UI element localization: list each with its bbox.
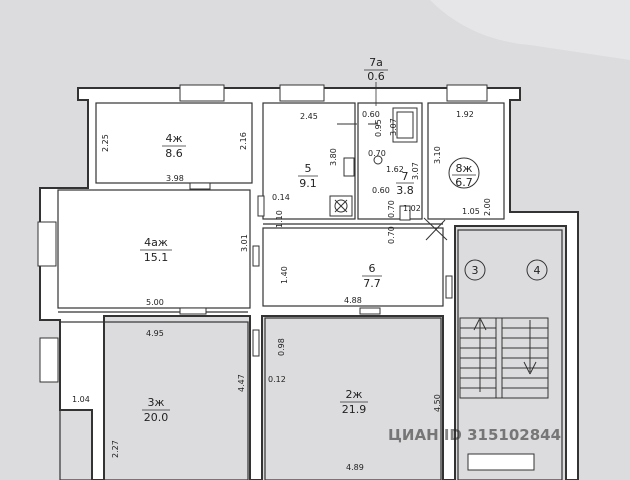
dimension-label: 3.10 [433,146,442,164]
dimension-label: 1.62 [386,165,404,174]
dimension-label: 3.01 [240,234,249,252]
stair-number-circles [464,259,548,281]
dimension-label: 4.88 [344,296,362,305]
room-area: 6.7 [455,176,473,189]
room-7a-label: 7а [369,56,383,69]
dimension-label: 1.10 [275,210,284,228]
dimension-label: 1.05 [462,207,480,216]
dimension-label: 2.16 [239,132,248,150]
room-7a-area: 0.6 [367,70,385,83]
room-area: 3.8 [396,184,414,197]
dimension-label: 1.04 [72,395,90,404]
stair [459,317,549,399]
dimension-label: 3.07 [389,118,398,136]
door-swing-lines [423,217,448,241]
room-label: 6 [369,262,376,275]
room-label: 7 [402,170,409,183]
dimension-label: 2.25 [101,134,110,152]
room-label: 2ж [346,388,363,401]
dimension-label: 4.47 [237,374,246,392]
dimension-label: 2.00 [483,198,492,216]
room-area: 7.7 [363,277,381,290]
dimension-labels: 2.25 2.16 3.98 2.45 0.60 0.95 3.07 1.92 … [72,110,492,472]
dimension-label: 0.14 [272,193,290,202]
dimension-label: 0.95 [374,119,383,137]
room-labels: 4ж 8.6 5 9.1 7 3.8 8ж 6.7 4аж 15.1 6 7.7… [140,56,541,424]
dimension-label: 0.12 [268,375,286,384]
dimension-label: 4.95 [146,329,164,338]
room-label: 5 [305,162,312,175]
dimension-label: 1.40 [280,266,289,284]
dimension-label: 3.80 [329,148,338,166]
dimension-label: 4.50 [433,394,442,412]
dimension-label: 1.02 [403,204,421,213]
room-label: 4ж [166,132,183,145]
room-label: 8ж [456,162,473,175]
room-area: 15.1 [144,251,169,264]
dimension-label: 0.70 [368,149,386,158]
room-8-circle [448,157,480,189]
room-label: 3ж [148,396,165,409]
paper-fold [430,0,630,60]
stair-number: 4 [534,264,541,277]
dimension-label: 2.27 [111,440,120,458]
room-area: 8.6 [165,147,183,160]
dimension-label: 3.07 [411,162,420,180]
fixtures [329,107,418,217]
dimension-label: 0.60 [372,186,390,195]
dimension-label: 0.70 [387,200,396,218]
doors [179,182,453,357]
dimension-label: 4.89 [346,463,364,472]
outer-walls [39,87,579,480]
stair-number: 3 [472,264,479,277]
room-area: 20.0 [144,411,169,424]
dimension-label: 2.45 [300,112,318,121]
interior-walls [57,102,563,480]
dimension-label: 1.92 [456,110,474,119]
windows [37,84,535,471]
dimension-label: 0.60 [362,110,380,119]
dimension-label: 5.00 [146,298,164,307]
dimension-label: 0.70 [387,226,396,244]
watermark: ЦИАН ID 315102844 [388,426,561,444]
dimension-label: 0.98 [277,338,286,356]
dimension-label: 3.98 [166,174,184,183]
room-label: 4аж [144,236,168,249]
room-area: 21.9 [342,403,367,416]
room-area: 9.1 [299,177,317,190]
